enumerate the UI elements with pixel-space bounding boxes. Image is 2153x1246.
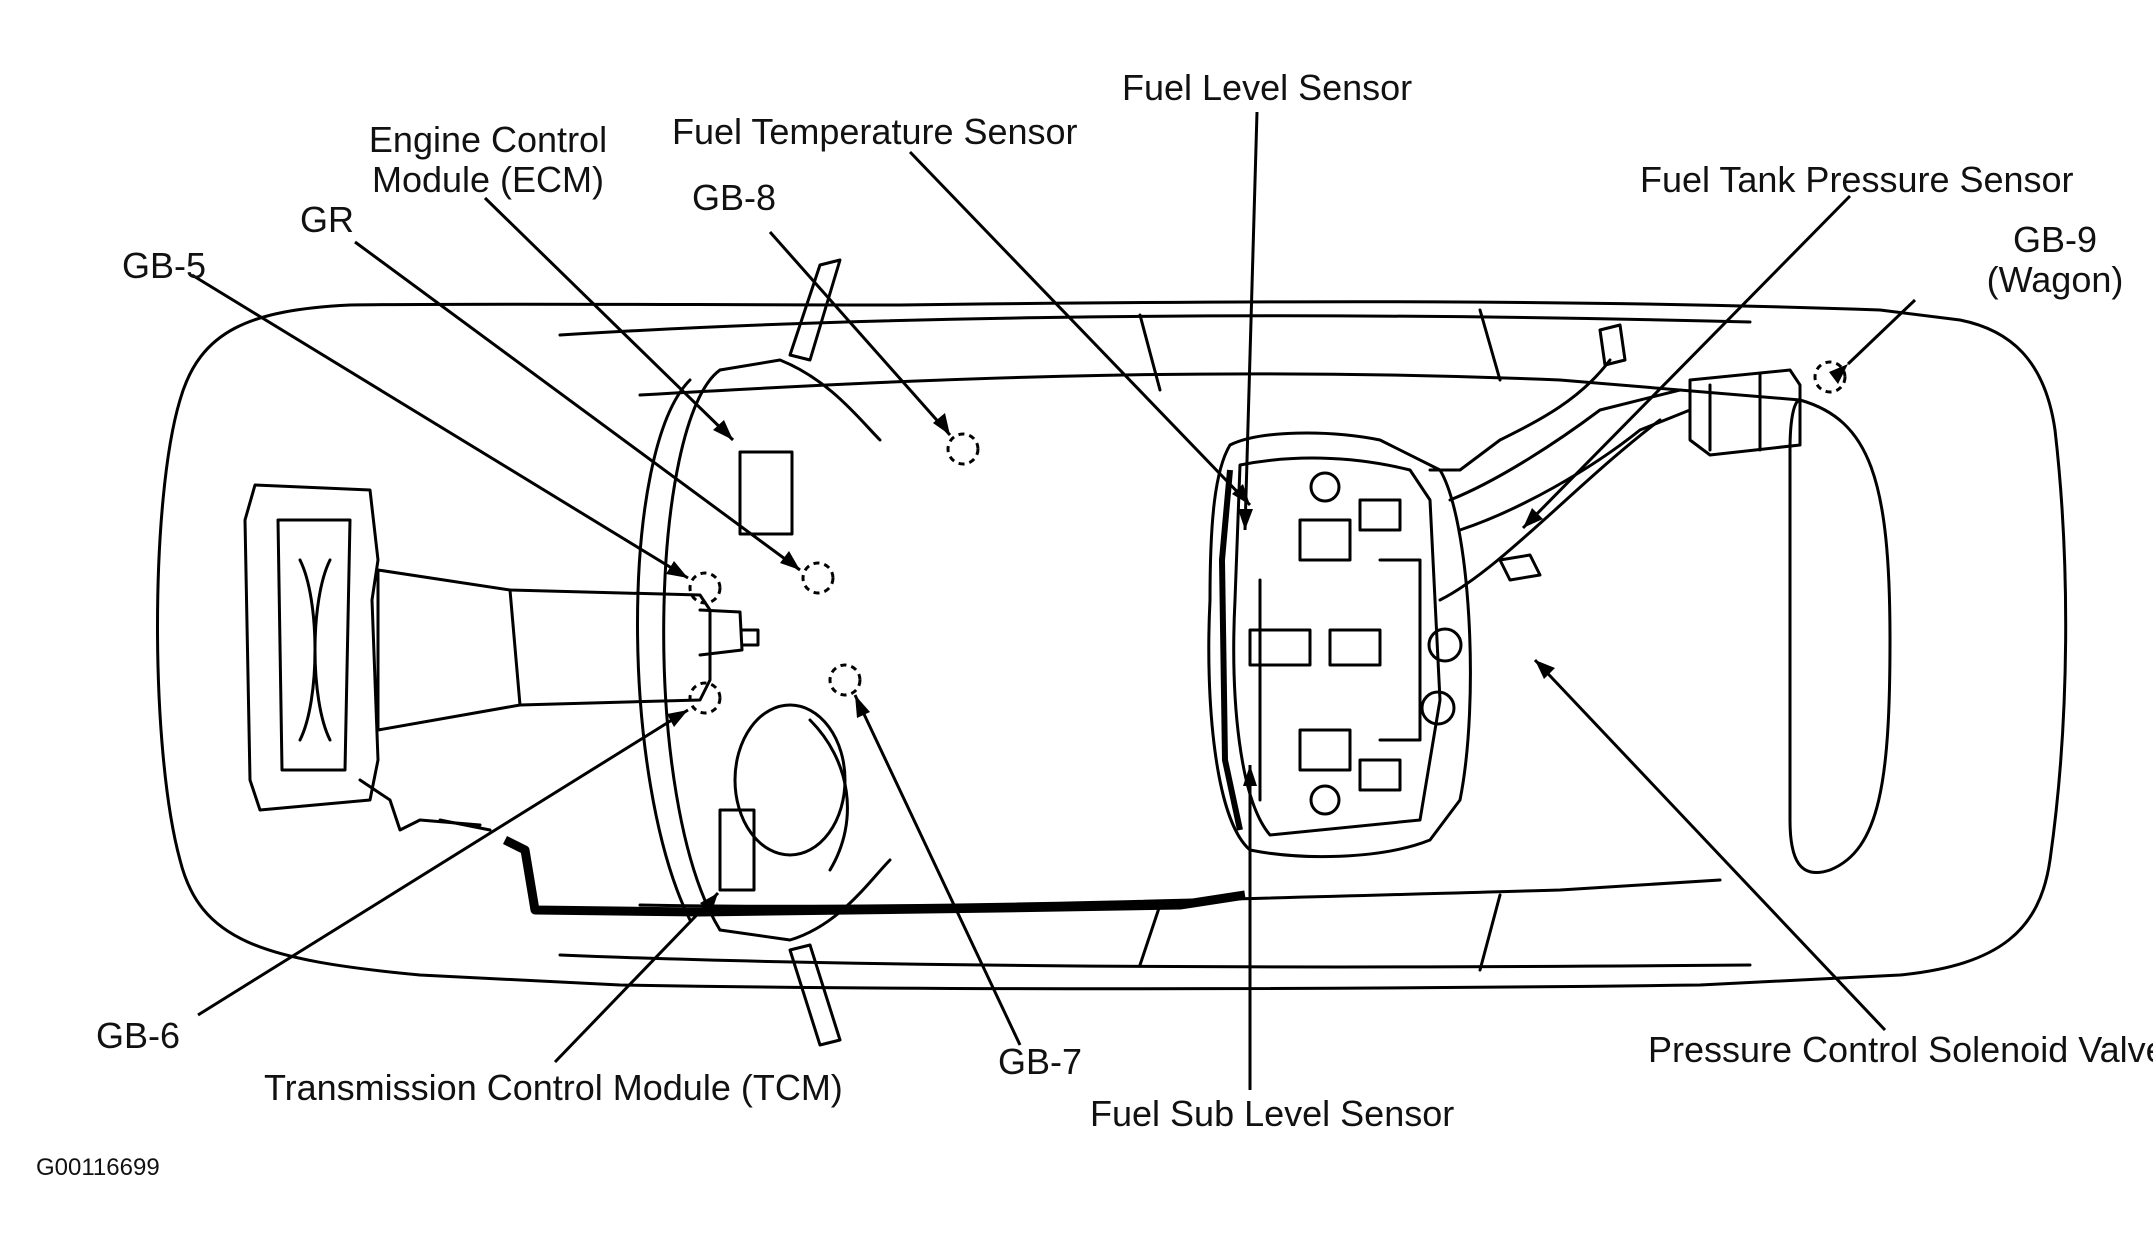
leader-pcsv: [1533, 658, 1887, 1032]
evap-hose-2: [1458, 408, 1692, 532]
leader-gb5: [191, 273, 689, 580]
arrow-heads: [666, 364, 1848, 914]
label-gb8: GB-8: [692, 177, 777, 218]
label-gb9: GB-9 (Wagon): [1980, 220, 2130, 300]
label-fuel-level-sensor: Fuel Level Sensor: [1122, 67, 1413, 108]
label-gb9-line2: (Wagon): [1986, 259, 2124, 300]
leader-gb6: [197, 708, 689, 1017]
firewall: [662, 368, 722, 932]
label-ecm-line1: Engine Control: [368, 119, 608, 160]
label-gb9-line1: GB-9: [2012, 219, 2098, 260]
leader-gb8: [768, 231, 952, 436]
label-fuel-sub-level-sensor: Fuel Sub Level Sensor: [1090, 1093, 1455, 1134]
label-pressure-control-solenoid-valve: Pressure Control Solenoid Valve: [1648, 1029, 2153, 1070]
ground-gb6-marker: [688, 681, 722, 715]
transmission: [376, 568, 712, 732]
label-ecm: Engine Control Module (ECM): [368, 120, 608, 200]
leader-gb7: [853, 694, 1022, 1046]
label-gb5: GB-5: [122, 245, 207, 286]
figure-code: G00116699: [36, 1154, 160, 1181]
rear-window: [1788, 398, 1892, 874]
ground-gr-marker: [801, 561, 835, 595]
label-fuel-temperature-sensor: Fuel Temperature Sensor: [672, 111, 1078, 152]
ground-gb5-marker: [688, 571, 722, 605]
ground-gb8-marker: [946, 432, 980, 466]
fuel-tank: [1207, 431, 1472, 859]
tank-port-right-1: [1427, 627, 1463, 663]
mirror-top: [788, 258, 842, 362]
label-gb6: GB-6: [96, 1015, 181, 1056]
tcm-box: [718, 808, 756, 892]
evap-canister: [1688, 368, 1802, 457]
steering-wheel: [733, 703, 847, 857]
engine-block: [243, 483, 380, 812]
leader-fuel-temp: [908, 150, 1252, 507]
tank-port-bottom: [1309, 784, 1341, 816]
side-rail-bottom: [558, 953, 1752, 969]
evap-hose-1: [1448, 388, 1682, 502]
leader-gr: [354, 240, 801, 572]
side-rail-top: [558, 314, 1752, 337]
car-body-outline: [156, 300, 2068, 991]
mirror-bottom: [788, 943, 842, 1047]
ground-gb9-marker: [1813, 360, 1847, 394]
leader-tcm: [553, 891, 720, 1064]
label-fuel-tank-pressure-sensor: Fuel Tank Pressure Sensor: [1640, 159, 2074, 200]
leader-gb9: [1846, 298, 1917, 366]
leader-lines: [191, 111, 1917, 1090]
label-tcm: Transmission Control Module (TCM): [264, 1067, 843, 1108]
side-rail-top-inner: [638, 372, 1802, 402]
evap-hose-3: [1438, 418, 1662, 602]
leader-ecm: [483, 196, 735, 442]
label-ecm-line2: Module (ECM): [371, 159, 605, 200]
leader-fuel-level: [1243, 111, 1259, 531]
label-gb7: GB-7: [998, 1041, 1083, 1082]
ecm-box: [738, 450, 794, 536]
leader-tank-pressure: [1521, 194, 1852, 530]
purge-valve: [1598, 323, 1627, 367]
tank-port-top: [1309, 471, 1341, 503]
tank-harness: [1218, 469, 1243, 831]
ground-gb7-marker: [828, 663, 862, 697]
tank-port-right-2: [1420, 690, 1456, 726]
label-gr: GR: [300, 199, 354, 240]
